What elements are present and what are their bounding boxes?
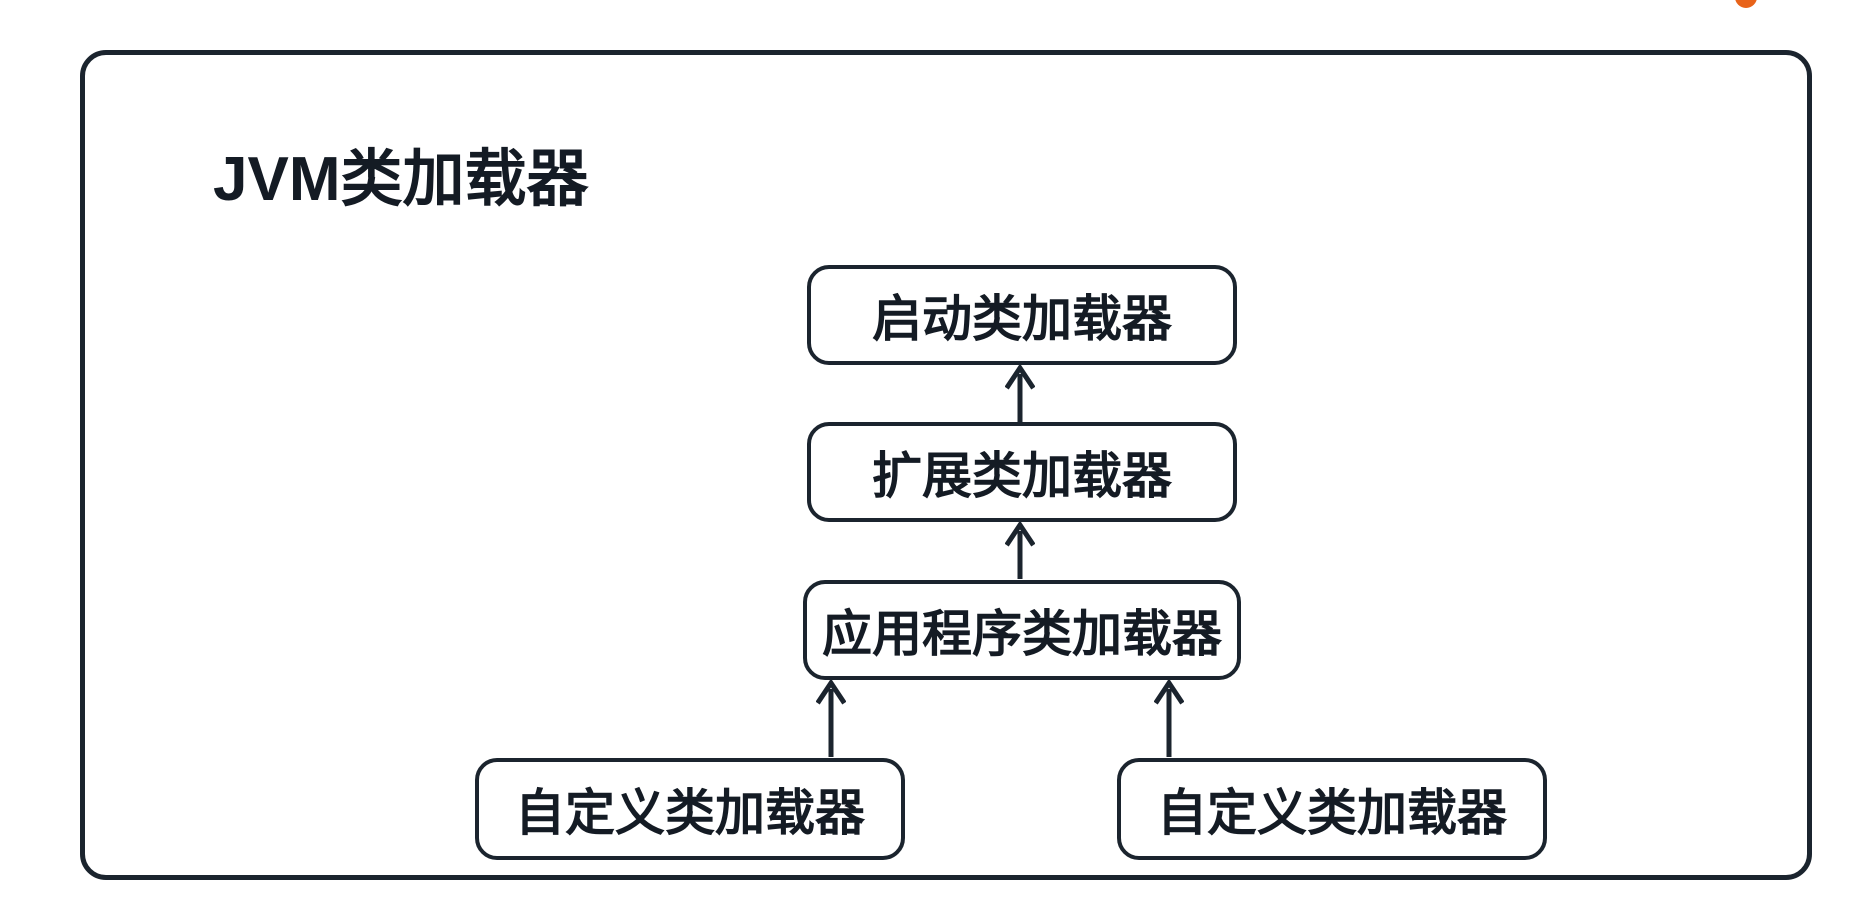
arrow-custom-right-to-application <box>1154 680 1184 758</box>
node-custom-right-label: 自定义类加载器 <box>1157 785 1507 841</box>
diagram-frame: JVM类加载器 启动类加载器 扩展类加载器 应用程序类加载器 自定义类 <box>80 50 1812 880</box>
arrow-custom-left-to-application <box>816 680 846 758</box>
node-application-label: 应用程序类加载器 <box>822 606 1222 662</box>
node-extension-classloader[interactable]: 扩展类加载器 <box>807 422 1237 522</box>
node-bootstrap-classloader[interactable]: 启动类加载器 <box>807 265 1237 365</box>
arrow-extension-to-bootstrap <box>1005 365 1035 423</box>
page-title: JVM类加载器 <box>213 145 589 214</box>
node-application-classloader[interactable]: 应用程序类加载器 <box>803 580 1241 680</box>
orange-dot-marker <box>1735 0 1757 8</box>
node-extension-label: 扩展类加载器 <box>872 448 1172 504</box>
node-bootstrap-label: 启动类加载器 <box>872 291 1172 347</box>
node-custom-left-label: 自定义类加载器 <box>515 785 865 841</box>
node-custom-classloader-left[interactable]: 自定义类加载器 <box>475 758 905 860</box>
arrow-application-to-extension <box>1005 522 1035 580</box>
node-custom-classloader-right[interactable]: 自定义类加载器 <box>1117 758 1547 860</box>
